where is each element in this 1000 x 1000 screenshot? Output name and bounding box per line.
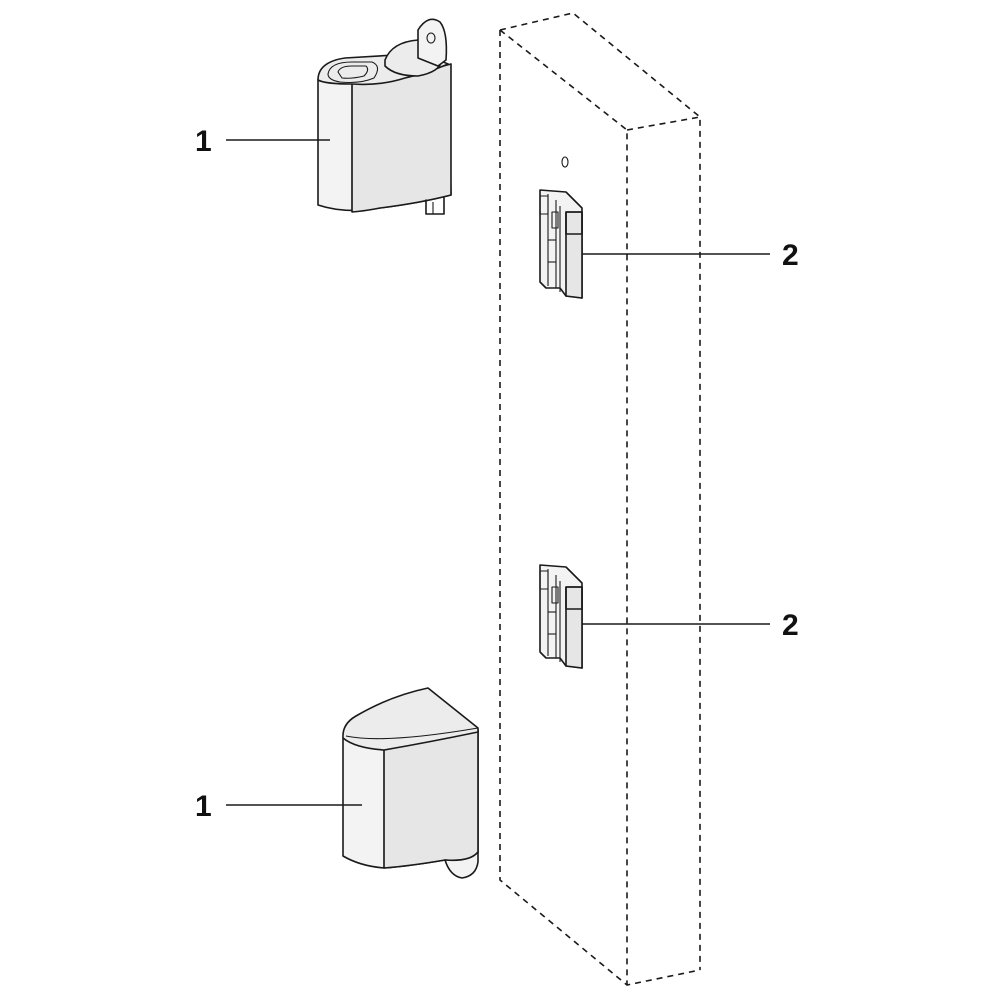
leader-lines	[226, 139, 770, 806]
top-hinge-cover	[317, 18, 452, 215]
callout-top-cover: 1	[195, 125, 212, 158]
callout-bottom-clip: 2	[782, 609, 799, 642]
top-mounting-clip	[539, 189, 583, 299]
door-panel-outline	[499, 12, 701, 986]
bottom-hinge-cover	[342, 687, 479, 879]
bottom-mounting-clip	[539, 564, 583, 669]
mounting-hole	[561, 156, 569, 168]
callout-top-clip: 2	[782, 239, 799, 272]
callout-bottom-cover: 1	[195, 790, 212, 823]
